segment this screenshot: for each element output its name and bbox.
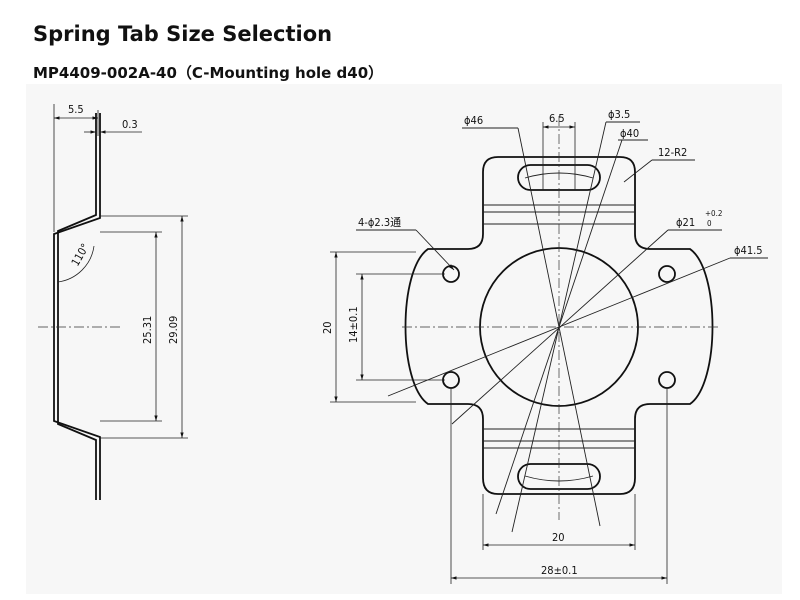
- side-profile-outer: [57, 113, 97, 500]
- dim-d40: ϕ40: [620, 127, 639, 140]
- dim-thickness: 0.3: [122, 118, 138, 131]
- drawing-area: [26, 84, 782, 594]
- dim-holes: 4-ϕ2.3通: [358, 216, 401, 229]
- dim-d35: ϕ3.5: [608, 108, 630, 121]
- dim-14-vertical: 14±0.1: [347, 306, 360, 343]
- part-number-subtitle: MP4409-002A-40（C-Mounting hole d40）: [33, 64, 384, 82]
- dim-d46: ϕ46: [464, 114, 483, 127]
- dim-20-horizontal: 20: [552, 531, 565, 544]
- side-profile-inner: [53, 113, 101, 500]
- mount-hole-top-left: [442, 265, 460, 283]
- dim-slot-width: 6.5: [549, 112, 565, 125]
- dim-r2: 12-R2: [658, 146, 687, 159]
- dim-d415: ϕ41.5: [734, 244, 763, 257]
- dim-20-vertical: 20: [321, 321, 334, 334]
- dim-outer: 29.09: [167, 316, 180, 344]
- leader-holes: [415, 229, 455, 271]
- dim-28-horizontal: 28±0.1: [541, 564, 578, 577]
- dim-angle: 110°: [69, 241, 92, 268]
- side-view: 5.5 0.3 110° 25.31 29.09: [38, 103, 188, 500]
- dim-inner: 25.31: [141, 316, 154, 344]
- mount-hole-bottom-left: [442, 371, 460, 389]
- dim-angle-arc: [57, 245, 95, 283]
- front-view: ϕ46 6.5 ϕ3.5 ϕ40 12-R2 4-ϕ2.3通 ϕ21 +0.2 …: [321, 108, 768, 584]
- leader-r2: [623, 159, 653, 183]
- dim-d21: ϕ21: [676, 216, 695, 229]
- mount-hole-top-right: [658, 265, 676, 283]
- mount-hole-bottom-right: [658, 371, 676, 389]
- page-title: Spring Tab Size Selection: [33, 22, 333, 46]
- dim-width: 5.5: [68, 103, 84, 116]
- dim-d21-tol-upper: +0.2: [705, 209, 722, 218]
- dim-d21-tol-lower: 0: [707, 219, 712, 228]
- radial-d415: [387, 257, 731, 397]
